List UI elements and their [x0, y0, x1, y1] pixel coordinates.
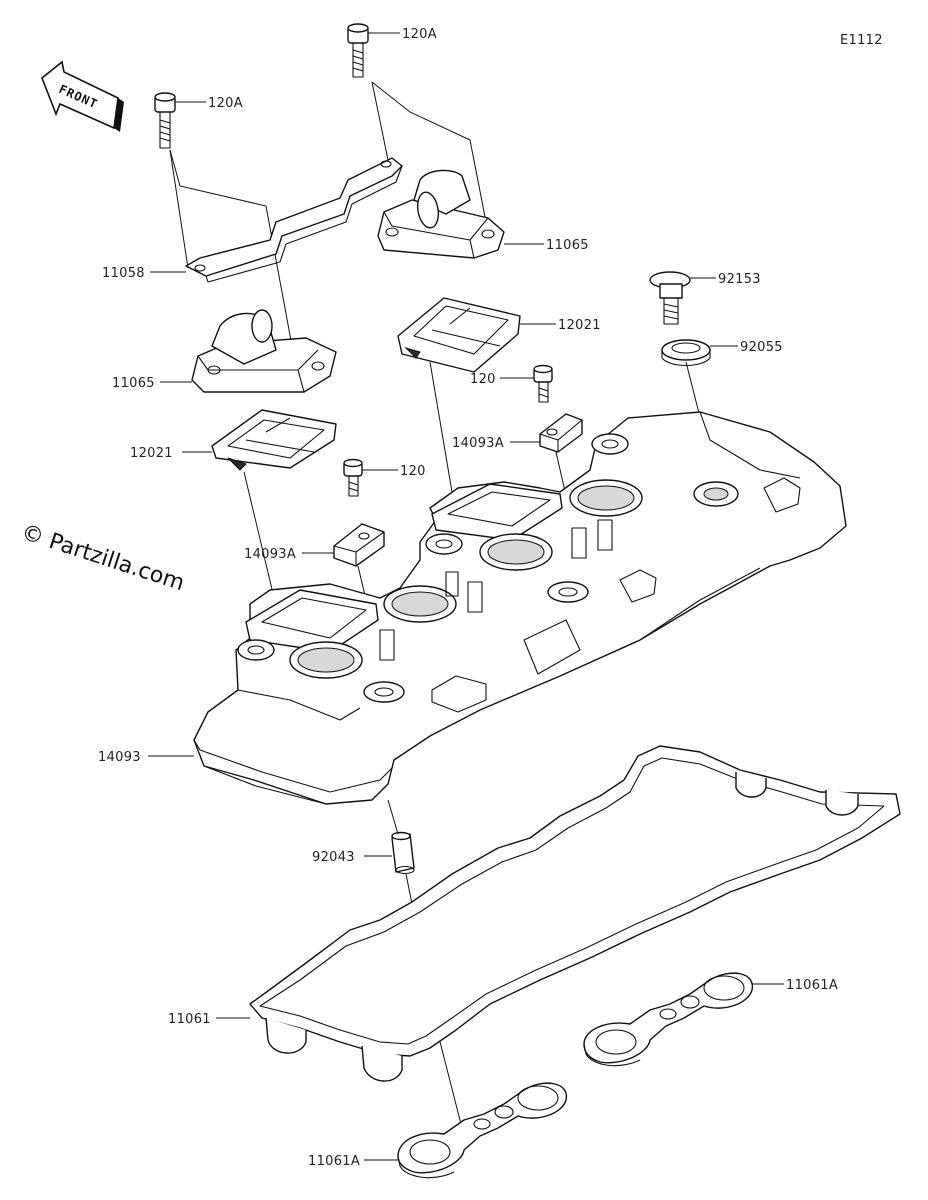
cover-11065-left[interactable] [191, 309, 337, 393]
gasket-11061a-bottom[interactable] [397, 1082, 567, 1179]
label-92055: 92055 [740, 340, 783, 355]
front-arrow-icon: FRONT [41, 60, 124, 132]
cover-11065-right[interactable] [377, 169, 505, 259]
label-11061a-right: 11061A [786, 978, 838, 993]
bolt-120-right[interactable] [533, 364, 553, 403]
gasket-12021-left[interactable] [211, 409, 337, 471]
watermark: © Partzilla.com [18, 520, 187, 596]
label-11065-left: 11065 [112, 376, 155, 391]
label-120a-top: 120A [402, 27, 437, 42]
rubber-14093a-right[interactable] [539, 413, 583, 453]
label-120-right: 120 [470, 372, 496, 387]
label-11058: 11058 [102, 266, 145, 281]
bolt-92153[interactable] [649, 271, 691, 325]
dowel-92043[interactable] [391, 831, 415, 875]
bolt-120-left[interactable] [343, 458, 363, 497]
label-14093a-left: 14093A [244, 547, 296, 562]
plate-11058[interactable] [185, 157, 403, 283]
gasket-12021-right[interactable] [397, 297, 521, 373]
label-11061: 11061 [168, 1012, 211, 1027]
diagram-code: E1112 [840, 33, 883, 48]
label-14093a-right: 14093A [452, 436, 504, 451]
gasket-11061a-right[interactable] [583, 972, 753, 1067]
head-cover-14093[interactable] [193, 411, 847, 805]
label-12021-right: 12021 [558, 318, 601, 333]
washer-92055[interactable] [661, 339, 711, 367]
gasket-11061[interactable] [249, 745, 901, 1082]
bolt-120a-top[interactable] [347, 23, 369, 78]
bolt-120a-left[interactable] [154, 92, 176, 149]
label-14093: 14093 [98, 750, 141, 765]
label-120-left: 120 [400, 464, 426, 479]
label-120a-left: 120A [208, 96, 243, 111]
label-11065-right: 11065 [546, 238, 589, 253]
label-12021-left: 12021 [130, 446, 173, 461]
label-11061a-bottom: 11061A [308, 1154, 360, 1169]
label-92043: 92043 [312, 850, 355, 865]
rubber-14093a-left[interactable] [333, 523, 385, 567]
label-92153: 92153 [718, 272, 761, 287]
